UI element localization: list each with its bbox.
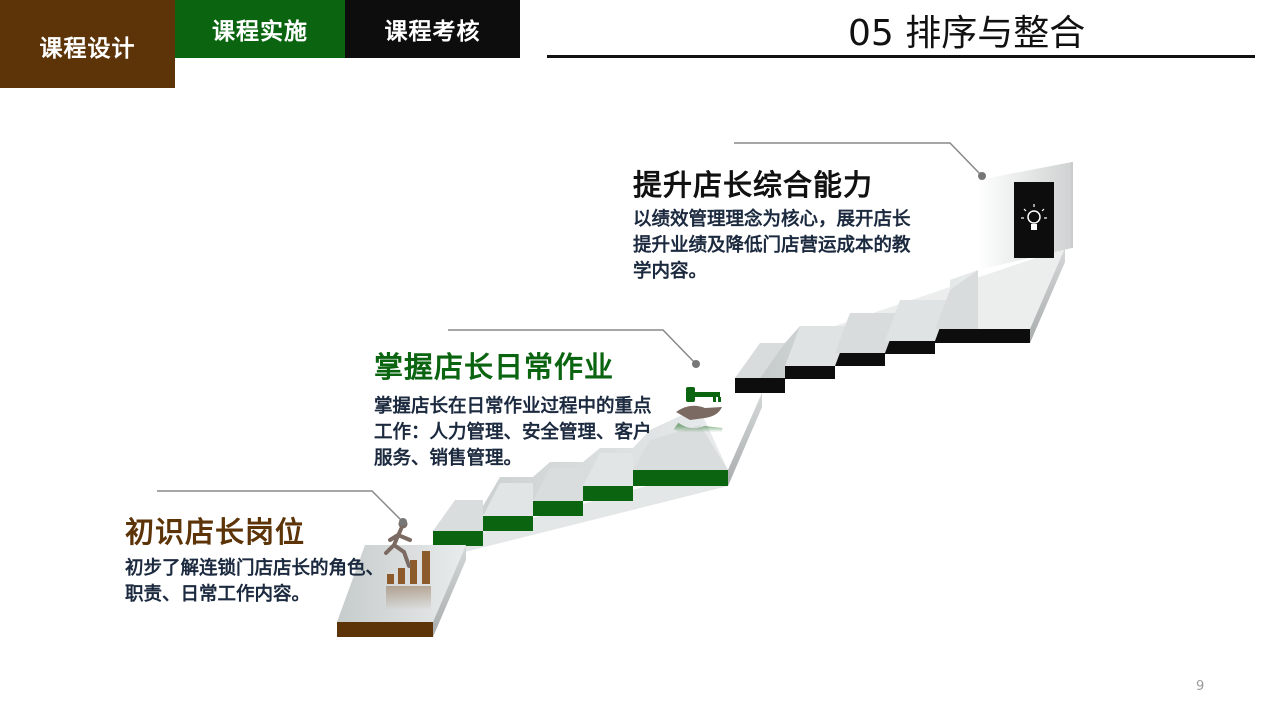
- title-underline: [547, 55, 1255, 58]
- hand-with-key-icon: [673, 387, 723, 437]
- step-1-description: 初步了解连锁门店店长的角色、职责、日常工作内容。: [125, 558, 385, 605]
- page-number: 9: [1196, 679, 1205, 694]
- callout-line-step-3: [734, 142, 986, 180]
- step-2-description: 掌握店长在日常作业过程中的重点工作：人力管理、安全管理、客户服务、销售管理。: [374, 396, 652, 469]
- callout-line-step-1: [157, 490, 407, 526]
- middle-stair-flight: [433, 393, 762, 560]
- callout-line-step-2: [448, 329, 700, 368]
- step-3-title: 提升店长综合能力: [633, 168, 874, 202]
- step-2-title: 掌握店长日常作业: [374, 350, 615, 384]
- tab-course-design[interactable]: 课程设计: [0, 0, 175, 88]
- upper-stair-flight: [735, 162, 1073, 393]
- tab-course-implementation[interactable]: 课程实施: [175, 0, 345, 58]
- tab-course-assessment[interactable]: 课程考核: [345, 0, 520, 58]
- step-1-title: 初识店长岗位: [125, 515, 306, 549]
- door-lightbulb-icon: [1014, 182, 1054, 258]
- step-3-description: 以绩效管理理念为核心，展开店长提升业绩及降低门店营运成本的教学内容。: [633, 209, 911, 282]
- slide-title: 05 排序与整合: [848, 13, 1086, 54]
- running-man-bar-chart-icon: [384, 519, 431, 610]
